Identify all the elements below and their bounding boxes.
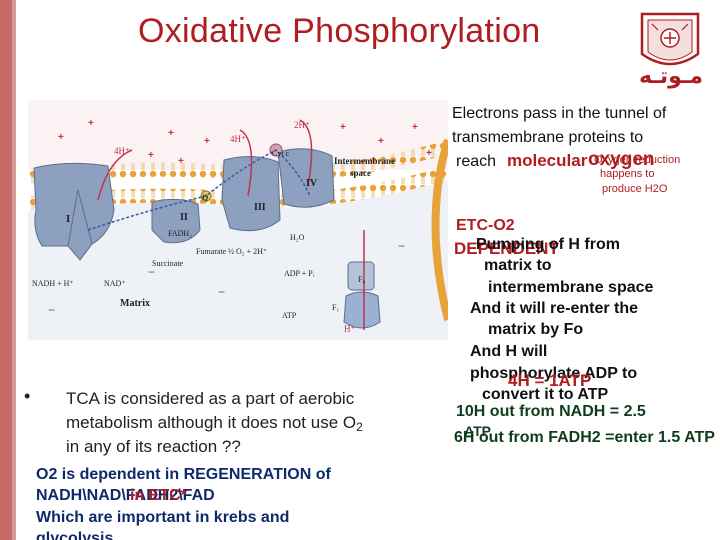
text-electrons: Electrons pass in the tunnel of <box>452 105 667 122</box>
text-4h-1atp: 4H = 1ATP <box>508 371 592 390</box>
text-6h-fadh2: 6H out from FADH2 =enter 1.5 ATP <box>454 429 715 446</box>
svg-text:+: + <box>168 128 174 139</box>
text-intermembrane-space: intermembrane space <box>488 279 654 296</box>
o2-note-in-etc: in ETC* <box>130 487 187 504</box>
label-matrix: Matrix <box>120 298 150 309</box>
svg-text:+: + <box>378 136 384 147</box>
label-nad: NAD⁺ <box>104 279 126 288</box>
label-iii: III <box>254 202 266 213</box>
o2-note-line-2: NADH\NAD\FADH2\FAD <box>36 487 215 504</box>
text-produce-h2o: produce H2O <box>602 183 668 195</box>
label-atp: ATP <box>282 311 297 320</box>
svg-text:+: + <box>178 156 184 167</box>
left-accent-bar <box>0 0 12 540</box>
text-etc-o2: ETC-O2 <box>456 217 515 234</box>
svg-text:+: + <box>204 136 210 147</box>
bullet-dot: • <box>24 386 31 406</box>
label-4h-left: 4H⁺ <box>114 146 130 156</box>
o2-note-line-3: Which are important in krebs and <box>36 509 290 526</box>
label-iv: IV <box>306 178 318 189</box>
svg-text:−: − <box>48 303 55 317</box>
o2-note-line-4: glycolysis <box>36 530 114 540</box>
label-intermembrane: Intermembrane <box>334 156 395 166</box>
label-2h-top: 2H⁺ <box>294 120 310 130</box>
label-i: I <box>66 213 70 225</box>
svg-text:+: + <box>340 122 346 133</box>
label-o2-reaction: ½ O₂ + 2H⁺ <box>228 247 267 256</box>
label-fo: F₀ <box>358 275 365 284</box>
svg-text:+: + <box>426 148 432 159</box>
bullet-line-2-subscript: 2 <box>356 420 363 434</box>
label-fumarate: Fumarate <box>196 247 227 256</box>
text-transmembrane: transmembrane proteins to <box>452 129 644 146</box>
svg-text:+: + <box>88 118 94 129</box>
svg-text:+: + <box>412 122 418 133</box>
svg-text:+: + <box>148 150 154 161</box>
label-ii: II <box>180 212 188 223</box>
text-10h-nadh: 10H out from NADH = 2.5 <box>456 403 646 420</box>
text-matrix-to: matrix to <box>484 257 552 274</box>
label-nadh: NADH + H⁺ <box>32 279 74 288</box>
label-q: Q <box>202 193 208 202</box>
text-atp-overlay: ATP <box>464 423 491 439</box>
bullet-line-2-text: metabolism although it does not use O <box>66 413 357 432</box>
left-accent-bar-light <box>12 0 16 540</box>
label-space: space <box>350 168 371 178</box>
text-oxygen-reduction: Oxygen reduction <box>594 154 681 166</box>
text-via-fo: matrix by Fo <box>488 321 584 338</box>
text-dependent: DEPENDENT <box>454 239 559 258</box>
text-phosphorylate: phosphorylate ADP to <box>470 365 638 382</box>
label-4h-mid: 4H⁺ <box>230 134 246 144</box>
text-oxygen: oxygen <box>588 149 655 170</box>
text-reenter: And it will re-enter the <box>470 300 639 317</box>
label-f1: F₁ <box>332 303 339 312</box>
text-reach: reach <box>456 153 497 170</box>
label-fadh2: FADH₂ <box>168 229 192 238</box>
university-seal-icon <box>640 12 700 66</box>
label-adp: ADP + Pᵢ <box>284 269 315 278</box>
svg-text:+: + <box>58 132 64 143</box>
text-and-h-will: And H will <box>470 343 548 360</box>
text-happens-to: happens to <box>600 168 655 180</box>
slide-title: Oxidative Phosphorylation <box>138 12 541 50</box>
label-succinate: Succinate <box>152 259 184 268</box>
text-molecular: molecular <box>507 151 588 170</box>
bullet-line-1: TCA is considered as a part of aerobic <box>66 389 355 408</box>
svg-text:−: − <box>148 265 155 279</box>
label-cytc: Cyt c <box>272 149 290 158</box>
label-h2o: H₂O <box>290 233 305 242</box>
logo-text: مـوتـه <box>638 64 704 89</box>
svg-text:−: − <box>218 285 225 299</box>
electron-transport-chain-diagram: + + + + + + + + + + − − − − 4H⁺ 4H⁺ 2H⁺ H⁺ Cyt c I… <box>28 100 448 340</box>
label-h-bottom: H⁺ <box>344 324 355 334</box>
o2-note-line-1: O2 is dependent in REGENERATION of <box>36 466 331 483</box>
bullet-line-3: in any of its reaction ?? <box>66 437 241 456</box>
text-convert: convert it to ATP <box>482 386 609 403</box>
svg-text:−: − <box>398 239 405 253</box>
bullet-line-2: metabolism although it does not use O2 <box>66 413 363 434</box>
text-pumping: Pumping of H from <box>476 236 620 253</box>
